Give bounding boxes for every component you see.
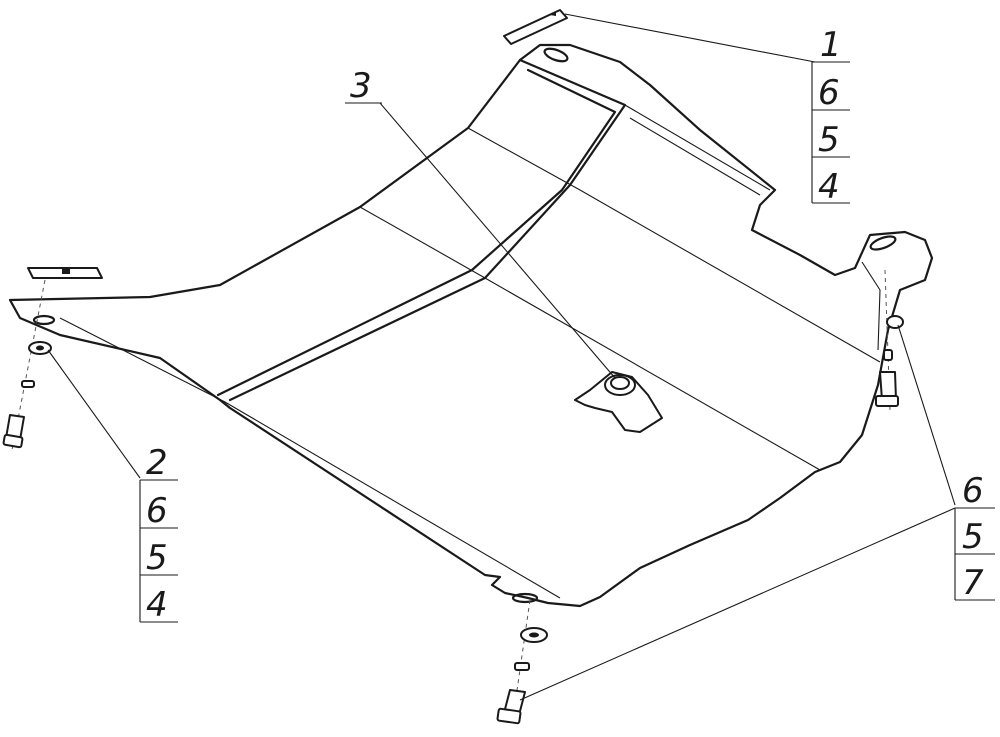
callout-left-3: 5 [146, 538, 168, 578]
callout-top-right-4: 4 [818, 167, 840, 207]
leader-2 [47, 349, 141, 479]
skid-plate-outline [8, 43, 934, 608]
leader-1 [564, 13, 816, 63]
callout-left-4: 4 [146, 585, 168, 625]
slot-hole-left [32, 314, 56, 326]
slot-hole-bottom [511, 592, 539, 604]
left-fasteners [2, 279, 52, 451]
callout-stack-left: 2 6 5 4 [139, 443, 178, 625]
fold-line-center-2 [216, 68, 617, 397]
callout-top-right-3: 5 [818, 120, 840, 160]
fold-line-center [228, 58, 627, 402]
leader-6-right [897, 324, 956, 506]
bottom-fasteners [496, 599, 548, 726]
edge-line-right [861, 261, 881, 351]
leader-5-right [519, 507, 956, 701]
right-fasteners [875, 269, 904, 411]
edge-line-left [59, 317, 561, 599]
callout-top-right-2: 6 [818, 73, 840, 113]
plate-top [503, 9, 568, 45]
slot-hole-right [869, 235, 897, 251]
callout-stack-right: 6 5 7 [954, 471, 995, 603]
callout-left-2: 6 [146, 491, 168, 531]
callout-right-2: 5 [962, 517, 984, 557]
callout-right-1: 6 [962, 471, 984, 511]
fold-line-top [467, 127, 881, 363]
slot-hole-top [543, 47, 569, 63]
fold-line-right [629, 117, 761, 196]
center-bracket [574, 371, 663, 433]
fold-line-upper [624, 104, 771, 191]
leader-3 [379, 102, 616, 379]
fold-line-mid [359, 206, 821, 471]
callout-center: 3 [345, 66, 382, 106]
callout-stack-top-right: 1 6 5 4 [811, 25, 850, 207]
callout-left-1: 2 [146, 443, 168, 483]
plate-left [27, 267, 103, 279]
callout-top-right-1: 1 [820, 25, 842, 65]
callout-center-1: 3 [350, 66, 372, 106]
callout-right-3: 7 [962, 563, 984, 603]
